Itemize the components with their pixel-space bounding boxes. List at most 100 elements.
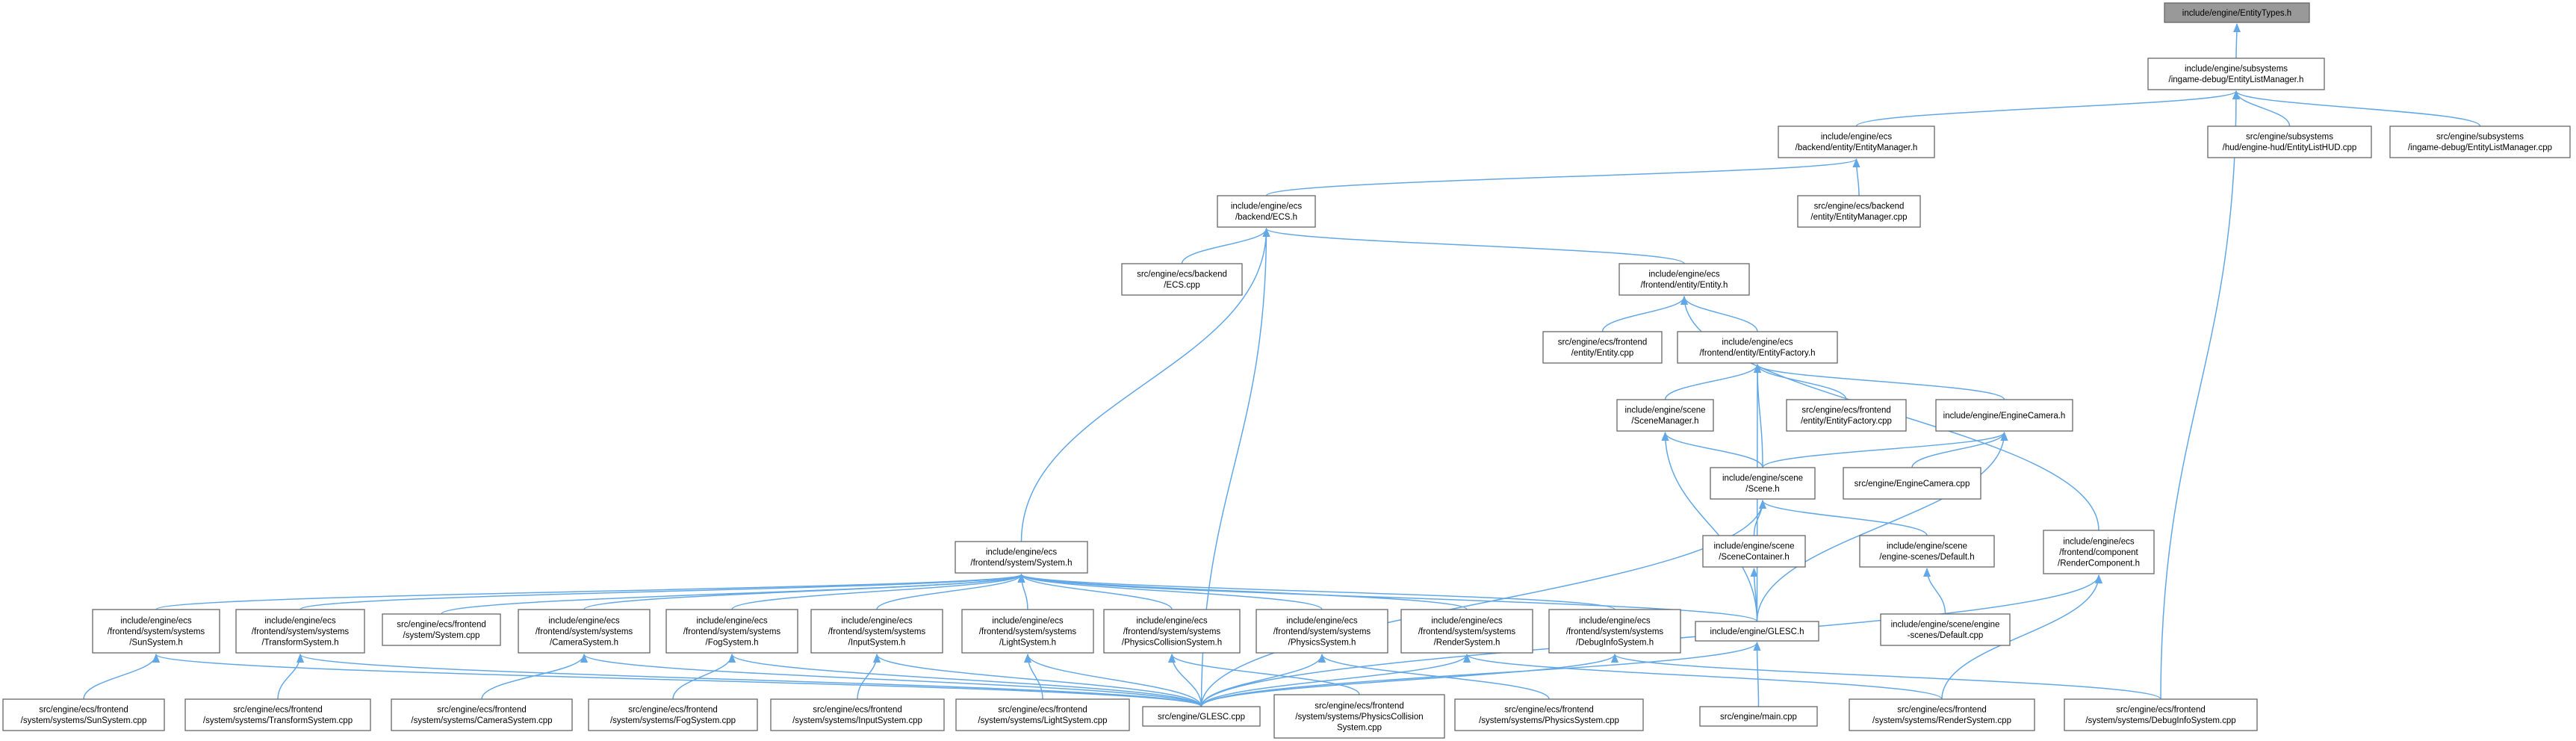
node-phy_h[interactable]: include/engine/ecs/frontend/system/syste… (1256, 609, 1388, 654)
node-lig_cpp[interactable]: src/engine/ecs/frontend/system/systems/L… (955, 698, 1130, 731)
node-em_cpp[interactable]: src/engine/ecs/backend/entity/EntityMana… (1797, 195, 1921, 228)
node-box (1616, 399, 1714, 432)
node-fog_cpp[interactable]: src/engine/ecs/frontend/system/systems/F… (588, 698, 758, 731)
node-box (1699, 706, 1818, 727)
node-box (2207, 125, 2372, 158)
node-sun_cpp[interactable]: src/engine/ecs/frontend/system/systems/S… (2, 698, 165, 731)
node-dbg_cpp[interactable]: src/engine/ecs/frontend/system/systems/D… (2064, 698, 2258, 731)
node-box (1935, 399, 2073, 432)
node-glesc_cpp[interactable]: src/engine/GLESC.cpp (1142, 706, 1261, 727)
node-ren_cpp[interactable]: src/engine/ecs/frontend/system/systems/R… (1849, 698, 2035, 731)
edge-main_cpp-to-glesc_h (1753, 642, 1761, 707)
node-label-line: include/engine/subsystems (2185, 65, 2288, 74)
node-label-line: include/engine/ecs (548, 616, 620, 625)
edge-def_h-to-scene_h (1759, 500, 1928, 536)
edge-glesc_cpp-to-pc_h (1168, 654, 1202, 707)
edge-sun_cpp-to-sun_h (83, 654, 160, 700)
node-label-line: /frontend/entity/Entity.h (1641, 281, 1728, 290)
node-ecs_h[interactable]: include/engine/ecs/backend/ECS.h (1217, 195, 1316, 228)
node-label-line: /system/systems/SunSystem.cpp (21, 716, 147, 725)
node-box (1859, 535, 1995, 568)
node-sys_cpp[interactable]: src/engine/ecs/frontend/system/System.cp… (382, 613, 501, 646)
node-label-line: /backend/entity/EntityManager.h (1796, 143, 1918, 152)
node-dbg_h[interactable]: include/engine/ecs/frontend/system/syste… (1548, 609, 1681, 654)
node-box (1618, 263, 1750, 296)
node-tr_cpp[interactable]: src/engine/ecs/frontend/system/systems/T… (184, 698, 371, 731)
node-fog_h[interactable]: include/engine/ecs/frontend/system/syste… (665, 609, 798, 654)
node-label-line: src/engine/ecs/frontend (1558, 338, 1648, 347)
node-label-line: -scenes/Default.cpp (1908, 631, 1984, 640)
node-lig_h[interactable]: include/engine/ecs/frontend/system/syste… (961, 609, 1094, 654)
edge-dbg_h-to-sys_h (1017, 574, 1616, 610)
node-elm_h[interactable]: include/engine/subsystems/ingame-debug/E… (2147, 58, 2325, 90)
node-inp_h[interactable]: include/engine/ecs/frontend/system/syste… (810, 609, 943, 654)
node-label-line: include/engine/ecs (2063, 537, 2135, 546)
node-ecs_cpp[interactable]: src/engine/ecs/backend/ECS.cpp (1121, 263, 1243, 296)
node-sys_h[interactable]: include/engine/ecs/frontend/system/Syste… (955, 541, 1088, 574)
node-def_h[interactable]: include/engine/scene/engine-scenes/Defau… (1859, 535, 1995, 568)
node-label-line: src/engine/ecs/frontend (39, 706, 128, 715)
node-em_h[interactable]: include/engine/ecs/backend/entity/Entity… (1778, 125, 1935, 158)
node-def_cpp[interactable]: include/engine/scene/engine-scenes/Defau… (1880, 613, 2011, 646)
node-sc_h[interactable]: include/engine/scene/SceneContainer.h (1702, 535, 1806, 568)
node-entity_h[interactable]: include/engine/ecs/frontend/entity/Entit… (1618, 263, 1750, 296)
node-label-line: /system/System.cpp (403, 631, 480, 640)
node-pc_h[interactable]: include/engine/ecs/frontend/system/syste… (1103, 609, 1241, 654)
edge-camsys_h-to-sys_h (583, 574, 1025, 610)
node-hud_cpp[interactable]: src/engine/subsystems/hud/engine-hud/Ent… (2207, 125, 2372, 158)
node-cam_h[interactable]: include/engine/EngineCamera.h (1935, 399, 2073, 432)
node-camsys_cpp[interactable]: src/engine/ecs/frontend/system/systems/C… (391, 698, 573, 731)
node-box (1778, 125, 1935, 158)
node-label-line: /frontend/system/systems (252, 627, 350, 636)
node-scene_h[interactable]: include/engine/scene/Scene.h (1710, 467, 1816, 500)
node-label-line: /system/systems/PhysicsSystem.cpp (1479, 716, 1619, 725)
node-label-line: src/engine/ecs/frontend (813, 706, 902, 715)
node-camsys_h[interactable]: include/engine/ecs/frontend/system/syste… (518, 609, 651, 654)
node-label-line: include/engine/ecs (696, 616, 768, 625)
node-label-line: /frontend/entity/EntityFactory.h (1699, 349, 1815, 358)
node-box (1548, 609, 1681, 654)
edge-glesc_h-to-sc_h (1750, 568, 1758, 622)
edge-glesc_cpp-to-lig_h (1024, 654, 1202, 707)
node-ef_cpp[interactable]: src/engine/ecs/frontend/entity/EntityFac… (1786, 399, 1907, 432)
node-main_cpp[interactable]: src/engine/main.cpp (1699, 706, 1818, 727)
node-tr_h[interactable]: include/engine/ecs/frontend/system/syste… (235, 609, 365, 654)
node-box (2164, 2, 2310, 23)
node-label-line: /RenderComponent.h (2058, 559, 2140, 568)
node-label-line: /frontend/system/systems (1123, 627, 1221, 636)
edge-pc_h-to-sys_h (1017, 574, 1173, 610)
node-box (955, 698, 1130, 731)
edge-camsys_cpp-to-camsys_h (481, 654, 588, 700)
node-label-line: src/engine/GLESC.cpp (1158, 713, 1245, 722)
node-label-line: /entity/EntityFactory.cpp (1801, 417, 1892, 426)
node-pc_cpp[interactable]: src/engine/ecs/frontend/system/systems/P… (1273, 694, 1445, 739)
node-rc_h[interactable]: include/engine/ecs/frontend/component/Re… (2043, 530, 2155, 574)
node-ren_h[interactable]: include/engine/ecs/frontend/system/syste… (1400, 609, 1533, 654)
node-ef_h[interactable]: include/engine/ecs/frontend/entity/Entit… (1677, 331, 1838, 364)
node-label-line: include/engine/ecs (120, 616, 192, 625)
node-entity_cpp[interactable]: src/engine/ecs/frontend/entity/Entity.cp… (1542, 331, 1663, 364)
node-elm_cpp[interactable]: src/engine/subsystems/ingame-debug/Entit… (2389, 125, 2571, 158)
node-cam_cpp[interactable]: src/engine/EngineCamera.cpp (1843, 467, 1981, 500)
edge-cam_h-to-ef_h (1754, 364, 2005, 400)
node-sm_h[interactable]: include/engine/scene/SceneManager.h (1616, 399, 1714, 432)
node-label-line: include/engine/ecs (1648, 270, 1720, 279)
node-label-line: /hud/engine-hud/EntityListHUD.cpp (2223, 143, 2357, 152)
node-label-line: src/engine/ecs/frontend (1315, 701, 1404, 710)
edge-ef_h-to-entity_h (1680, 296, 1758, 332)
node-glesc_h[interactable]: include/engine/GLESC.h (1695, 621, 1819, 642)
node-label-line: /frontend/component (2059, 548, 2138, 557)
edge-glesc_cpp-to-fog_h (728, 654, 1202, 707)
node-label-line: include/engine/scene (1624, 406, 1705, 415)
node-label-line: src/engine/ecs/frontend (233, 706, 323, 715)
node-inp_cpp[interactable]: src/engine/ecs/frontend/system/systems/I… (770, 698, 945, 731)
node-label-line: /frontend/system/systems (1273, 627, 1371, 636)
node-sun_h[interactable]: include/engine/ecs/frontend/system/syste… (92, 609, 220, 654)
node-phy_cpp[interactable]: src/engine/ecs/frontend/system/systems/P… (1454, 698, 1644, 731)
node-entitytypes[interactable]: include/engine/EntityTypes.h (2164, 2, 2310, 23)
node-box (1103, 609, 1241, 654)
edge-entity_h-to-ecs_h (1262, 228, 1685, 264)
node-box (588, 698, 758, 731)
edge-inp_h-to-sys_h (876, 574, 1025, 610)
